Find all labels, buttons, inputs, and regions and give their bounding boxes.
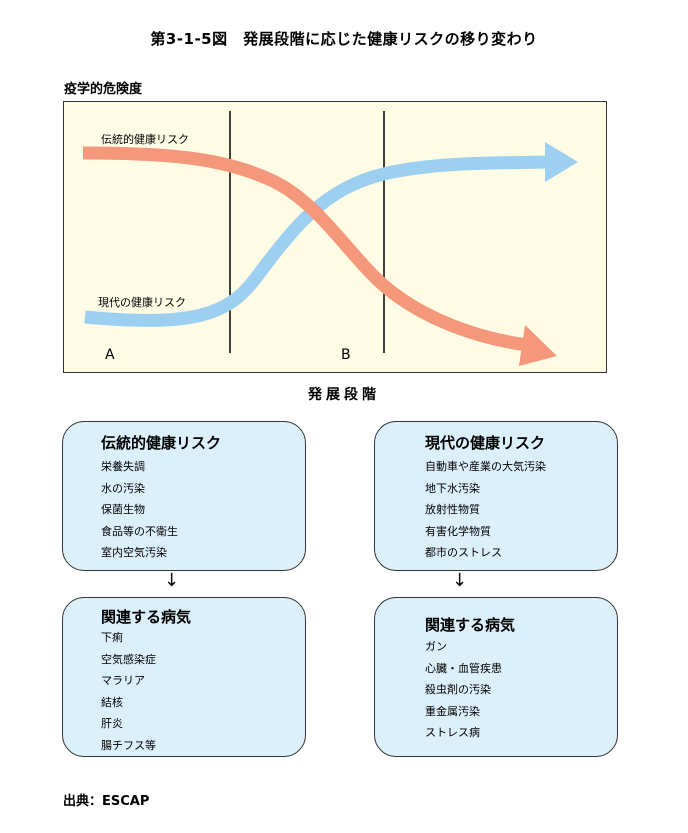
traditional-risk-box-title: 伝統的健康リスク (101, 434, 222, 452)
traditional-risk-label: 伝統的健康リスク (101, 132, 189, 146)
modern-risk-list: 自動車や産業の大気汚染 地下水汚染 放射性物質 有害化学物質 都市のストレス (425, 456, 546, 564)
list-item: 腸チフス等 (101, 738, 156, 752)
traditional-risk-curve (82, 146, 528, 352)
stage-label-b: B (341, 347, 351, 363)
modern-risk-arrowhead (545, 142, 578, 182)
list-item: 心臓・血管疾患 (425, 661, 502, 675)
modern-diseases-box: 関連する病気 ガン 心臓・血管疾患 殺虫剤の汚染 重金属汚染 ストレス病 (374, 597, 618, 757)
list-item: 肝炎 (101, 717, 123, 730)
list-item: ガン (425, 640, 447, 653)
list-item: 栄養失調 (101, 460, 145, 473)
list-item: 自動車や産業の大気汚染 (425, 460, 546, 473)
modern-risk-box-title: 現代の健康リスク (425, 434, 546, 452)
list-item: 空気感染症 (101, 652, 156, 666)
y-axis-label: 疫学的危険度 (64, 82, 143, 97)
traditional-risk-arrowhead (519, 325, 557, 366)
list-item: 下痢 (101, 631, 123, 644)
modern-diseases-list: ガン 心臓・血管疾患 殺虫剤の汚染 重金属汚染 ストレス病 (425, 636, 502, 744)
list-item: 保菌生物 (101, 503, 145, 516)
list-item: 食品等の不衛生 (101, 524, 178, 538)
list-item: 殺虫剤の汚染 (425, 683, 491, 696)
down-arrow-icon: ↓ (164, 570, 180, 591)
modern-risk-box: 現代の健康リスク 自動車や産業の大気汚染 地下水汚染 放射性物質 有害化学物質 … (374, 421, 618, 571)
source-note: 出典：ESCAP (63, 794, 150, 809)
list-item: 都市のストレス (425, 546, 502, 559)
x-axis-label: 発展段階 (308, 387, 380, 403)
modern-risk-curve (84, 155, 550, 327)
modern-risk-label: 現代の健康リスク (98, 295, 186, 309)
modern-diseases-box-title: 関連する病気 (425, 616, 516, 634)
list-item: 室内空気汚染 (101, 546, 167, 559)
traditional-risk-list: 栄養失調 水の汚染 保菌生物 食品等の不衛生 室内空気汚染 (101, 456, 178, 564)
figure-title: 第3-1-5図 発展段階に応じた健康リスクの移り変わり (150, 30, 538, 48)
list-item: ストレス病 (425, 726, 480, 739)
traditional-diseases-list: 下痢 空気感染症 マラリア 結核 肝炎 腸チフス等 (101, 627, 156, 756)
traditional-risk-box: 伝統的健康リスク 栄養失調 水の汚染 保菌生物 食品等の不衛生 室内空気汚染 (62, 421, 306, 571)
list-item: 重金属汚染 (425, 704, 480, 718)
traditional-diseases-box: 関連する病気 下痢 空気感染症 マラリア 結核 肝炎 腸チフス等 (62, 597, 306, 757)
risk-transition-chart: 伝統的健康リスク 現代の健康リスク A B (63, 101, 607, 373)
stage-label-a: A (105, 347, 115, 363)
traditional-diseases-box-title: 関連する病気 (101, 608, 192, 626)
list-item: マラリア (101, 674, 145, 687)
list-item: 結核 (101, 695, 123, 709)
down-arrow-icon: ↓ (452, 570, 468, 591)
list-item: 地下水汚染 (425, 481, 480, 495)
list-item: 放射性物質 (425, 503, 480, 516)
list-item: 有害化学物質 (425, 524, 491, 538)
list-item: 水の汚染 (101, 481, 145, 495)
